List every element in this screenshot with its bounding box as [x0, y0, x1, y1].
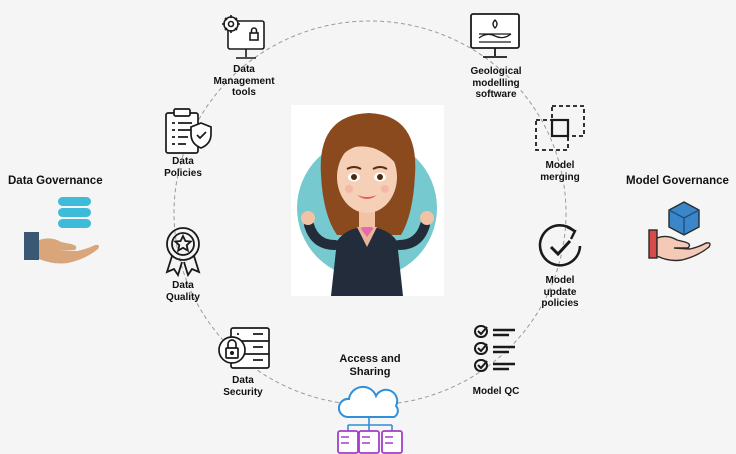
- node-label-data-policies: Data Policies: [164, 156, 202, 179]
- cloud-servers-icon: [337, 385, 403, 454]
- node-label-model-qc: Model QC: [472, 386, 520, 397]
- woman-shrugging-illustration: [297, 113, 437, 296]
- clipboard-shield-icon: [165, 108, 212, 154]
- left-title: Data Governance: [8, 175, 103, 187]
- checklist-icon: [474, 325, 515, 372]
- node-label-geological-software: Geological modelling software: [470, 66, 522, 100]
- merge-squares-icon: [535, 105, 585, 151]
- node-label-data-quality: Data Quality: [166, 280, 200, 303]
- computer-gear-icon: [222, 15, 265, 59]
- hand-cube-icon: [648, 201, 711, 262]
- node-label-model-update: Model update policies: [541, 275, 579, 309]
- node-label-data-security: Data Security: [223, 375, 263, 398]
- lock-server-icon: [218, 327, 270, 369]
- center-photo: [291, 105, 444, 296]
- node-label-access-sharing: Access and Sharing: [339, 353, 401, 378]
- hand-database-icon: [24, 197, 99, 264]
- node-label-model-merging: Model merging: [540, 160, 580, 183]
- right-title: Model Governance: [626, 175, 729, 187]
- award-badge-icon: [165, 227, 201, 278]
- node-label-data-management: Data Management tools: [213, 64, 275, 98]
- refresh-check-icon: [538, 224, 582, 267]
- monitor-terrain-icon: [470, 13, 520, 58]
